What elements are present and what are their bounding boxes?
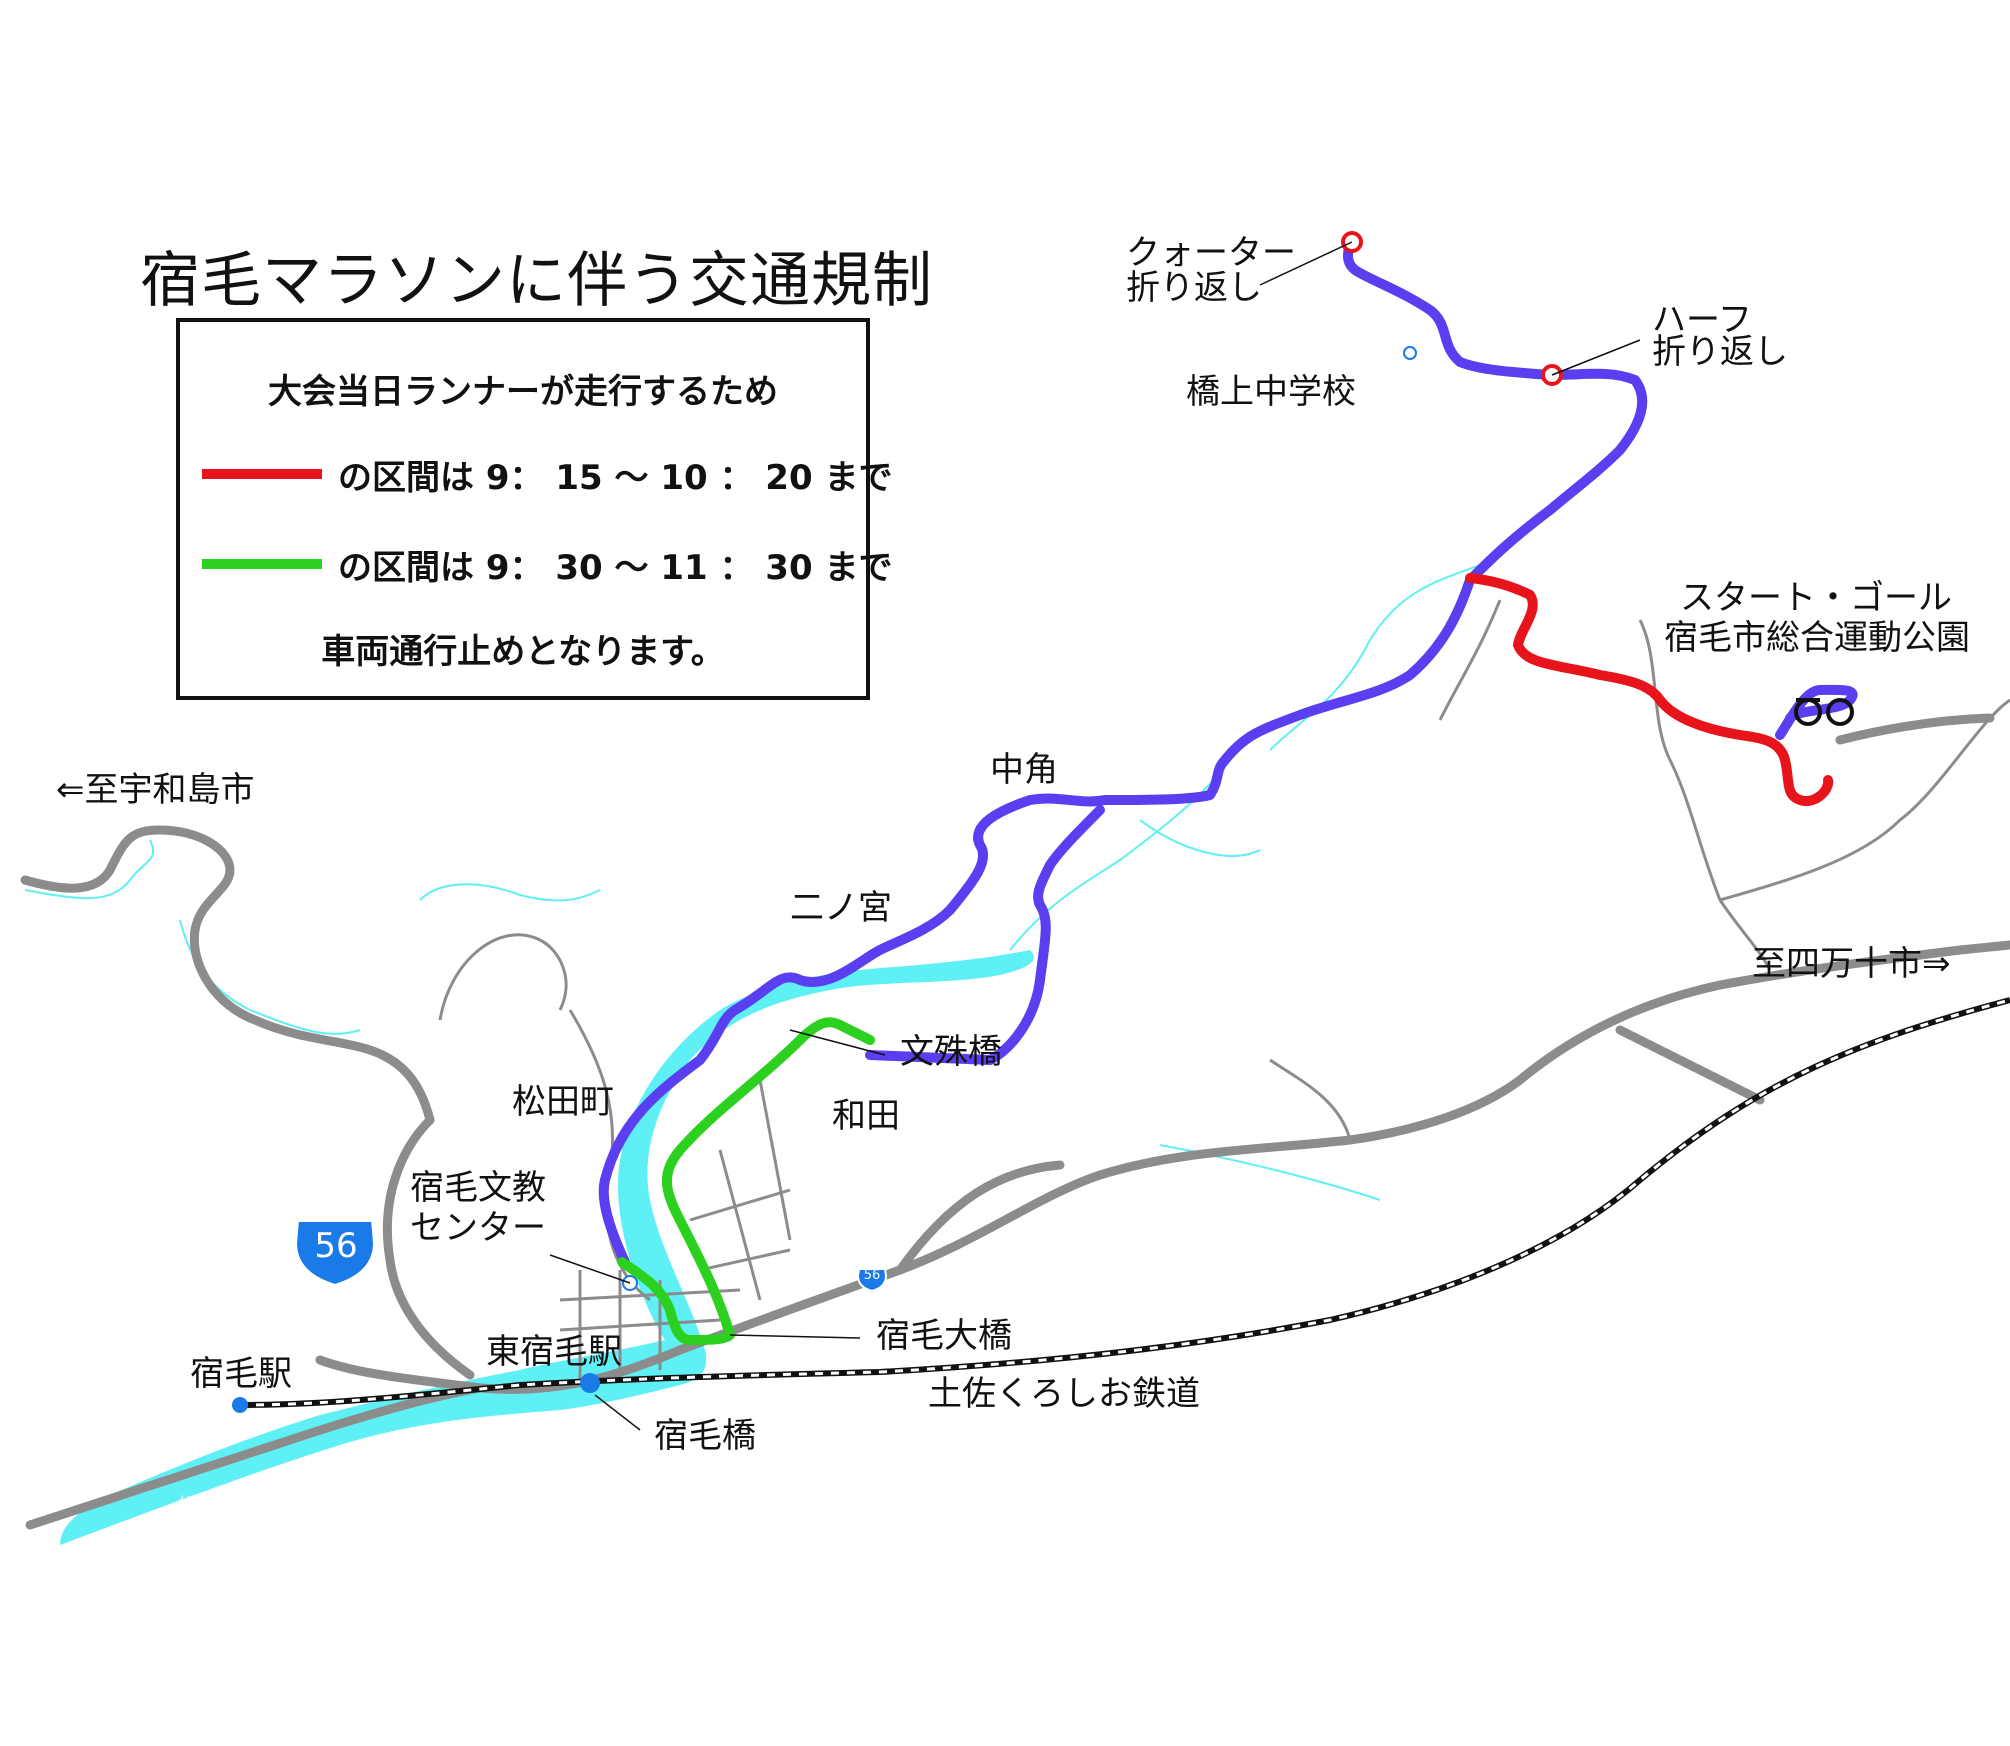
higashi-sukumo-station-marker — [580, 1373, 600, 1393]
red-section-route — [1465, 573, 1834, 806]
wada-label: 和田 — [832, 1096, 900, 1136]
start-goal-label: スタート・ゴール — [1680, 578, 1952, 618]
route-56-shield — [292, 1218, 378, 1289]
sukumo-bashi-label: 宿毛橋 — [654, 1416, 756, 1456]
ninomiya-label: 二ノ宮 — [790, 888, 892, 928]
bunkyo-center-label-2: センター — [410, 1208, 546, 1248]
green-swatch — [202, 559, 322, 569]
matsuda-river-label: 松田川 — [178, 1495, 232, 1516]
sukumo-ohashi-label: 宿毛大橋 — [876, 1316, 1012, 1356]
legend-lead-text: 大会当日ランナーが走行するため — [268, 372, 778, 412]
minor-roads — [438, 599, 2010, 1380]
stadium-icon — [1794, 698, 1854, 726]
quarter-turn-label-2: 折り返し — [1126, 268, 1262, 308]
legend-row-green: の区間は 9： 30 ～ 11 ： 30 まで — [202, 544, 892, 588]
legend-green-text: の区間は 9： 30 ～ 11 ： 30 まで — [338, 547, 893, 588]
legend-footer-text: 車両通行止めとなります。 — [321, 632, 725, 672]
sukumo-station-label: 宿毛駅 — [190, 1354, 292, 1394]
map-markers — [232, 231, 1854, 1413]
green-section-route — [617, 1017, 875, 1345]
to-uwajima-label: ⇐至宇和島市 — [56, 770, 255, 810]
school-label: 橋上中学校 — [1186, 372, 1356, 412]
route-56-small-label: 56 — [863, 1268, 881, 1283]
school-marker — [1403, 346, 1417, 360]
higashi-sukumo-station-label: 東宿毛駅 — [486, 1332, 622, 1372]
sukumo-station-marker — [232, 1397, 248, 1413]
page-title: 宿毛マラソンに伴う交通規制 — [140, 246, 933, 316]
matsudacho-label: 松田町 — [512, 1082, 614, 1122]
course-loop-branch — [865, 805, 1105, 1065]
course-park-loop — [1775, 684, 1858, 740]
legend-box: 大会当日ランナーが走行するため の区間は 9： 15 ～ 10 ： 20 まで … — [176, 318, 892, 700]
half-turn-label-1: ハーフ — [1652, 300, 1752, 340]
railway-label: 土佐くろしお鉄道 — [928, 1374, 1200, 1414]
legend-row-red: の区間は 9： 15 ～ 10 ： 20 まで — [202, 454, 892, 498]
half-turn-label-2: 折り返し — [1652, 332, 1788, 372]
route-56-shield-small — [856, 1268, 888, 1293]
legend-red-text: の区間は 9： 15 ～ 10 ： 20 まで — [338, 457, 893, 498]
to-shimanto-label: 至四万十市⇒ — [1752, 944, 1951, 984]
quarter-turn-label-1: クォーター — [1126, 233, 1296, 273]
monjubashi-label: 文殊橋 — [900, 1032, 1002, 1072]
bunkyo-center-label-1: 宿毛文教 — [410, 1168, 546, 1208]
railway-line — [239, 997, 2010, 1408]
leader-lines — [549, 241, 1641, 1431]
main-river — [60, 950, 1034, 1545]
route-56-label: 56 — [314, 1226, 358, 1266]
nakatsuno-label: 中角 — [990, 750, 1058, 790]
park-label: 宿毛市総合運動公園 — [1664, 618, 1970, 658]
red-swatch — [202, 469, 322, 479]
